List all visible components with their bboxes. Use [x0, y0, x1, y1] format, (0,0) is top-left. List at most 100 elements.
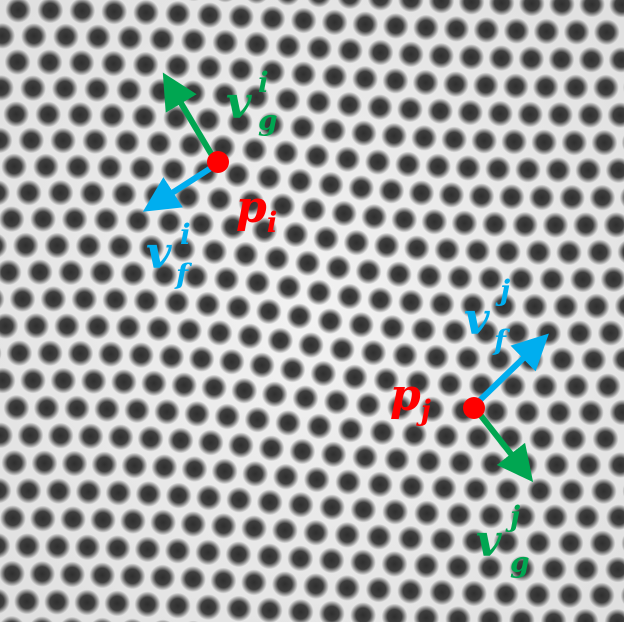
lattice-dot	[335, 469, 362, 496]
lattice-dot	[290, 7, 317, 34]
lattice-dot	[111, 181, 138, 208]
lattice-dot	[0, 180, 11, 206]
lattice-dot	[381, 122, 408, 149]
lattice-dot	[18, 127, 45, 154]
lattice-dot	[150, 509, 177, 536]
lattice-dot	[51, 75, 78, 102]
lattice-dot	[317, 171, 344, 198]
lattice-dot	[120, 508, 146, 534]
lattice-dot	[225, 541, 252, 568]
lattice-dot	[33, 153, 59, 180]
lattice-dot	[251, 217, 278, 244]
lattice-dot	[539, 266, 565, 293]
lattice-dot	[36, 49, 63, 76]
lattice-dot	[3, 101, 30, 128]
lattice-dot	[79, 180, 106, 207]
lattice-dot	[367, 286, 394, 313]
lattice-dot	[579, 0, 605, 18]
gradient-vector-i-sup: i	[258, 66, 269, 99]
lattice-dot	[274, 86, 301, 113]
lattice-dot	[495, 238, 521, 265]
lattice-dot	[605, 504, 624, 531]
lattice-dot	[84, 313, 111, 340]
lattice-dot	[556, 582, 583, 609]
lattice-dot	[105, 479, 132, 506]
lattice-dot	[464, 238, 491, 265]
lattice-dot	[477, 265, 504, 292]
lattice-dot	[391, 206, 418, 233]
lattice-dot	[57, 259, 84, 286]
lattice-dot	[227, 432, 254, 459]
lattice-dot	[605, 157, 624, 184]
lattice-dot	[559, 184, 585, 211]
lattice-dot	[61, 450, 88, 477]
lattice-dot	[365, 523, 392, 550]
lattice-dot	[382, 13, 409, 39]
lattice-dot	[405, 369, 432, 396]
lattice-dot	[302, 573, 329, 600]
lattice-dot	[515, 156, 541, 183]
lattice-dot	[226, 486, 253, 513]
lattice-dot	[348, 175, 375, 201]
lattice-dot	[0, 505, 26, 532]
flow-vector-i-arrow	[142, 163, 216, 212]
lattice-dot	[89, 259, 116, 286]
lattice-dot	[15, 179, 42, 206]
lattice-dot	[533, 18, 560, 45]
lattice-dot	[459, 292, 486, 319]
lattice-dot	[212, 29, 239, 56]
lattice-dot	[543, 451, 570, 478]
lattice-dot	[526, 477, 553, 504]
lattice-dot	[438, 181, 465, 208]
lattice-dot	[244, 269, 271, 296]
lattice-dot	[110, 369, 137, 395]
lattice-dot	[160, 157, 187, 184]
lattice-dot	[355, 391, 382, 418]
lattice-dot	[50, 127, 77, 154]
lattice-dot	[320, 117, 347, 144]
lattice-dot	[545, 157, 572, 184]
lattice-dot	[124, 397, 151, 424]
lattice-dot	[0, 346, 2, 360]
lattice-dot	[611, 346, 624, 373]
lattice-dot	[367, 39, 394, 66]
lattice-dot	[591, 129, 618, 156]
lattice-dot	[0, 313, 19, 339]
lattice-dot	[93, 206, 120, 233]
lattice-dot	[89, 562, 116, 589]
lattice-dot	[120, 260, 147, 287]
gradient-vector-j-sub: g	[510, 546, 530, 579]
flow-vector-i-label: v	[146, 228, 172, 279]
gradient-vector-i-label: v	[226, 78, 252, 129]
lattice-dot	[408, 180, 435, 207]
lattice-dot	[569, 266, 596, 293]
lattice-dot	[287, 491, 314, 518]
lattice-dot	[116, 77, 142, 104]
lattice-dot	[196, 2, 223, 29]
lattice-dot	[366, 94, 393, 121]
lattice-dot	[488, 0, 515, 16]
lattice-dot	[135, 481, 162, 507]
lattice-dot	[486, 346, 513, 373]
lattice-dot	[433, 423, 460, 450]
lattice-dot	[305, 89, 332, 116]
lattice-dot	[31, 616, 53, 622]
lattice-dot	[320, 441, 347, 468]
lattice-dot	[294, 250, 321, 277]
lattice-dot	[387, 394, 413, 421]
lattice-dot	[94, 396, 121, 423]
lattice-dot	[364, 149, 391, 175]
lattice-dot	[532, 73, 559, 100]
lattice-dot	[236, 323, 263, 350]
lattice-dot	[411, 124, 438, 151]
lattice-dot	[121, 452, 148, 479]
lattice-dot	[232, 241, 259, 268]
lattice-dot	[272, 139, 299, 166]
lattice-dot	[603, 212, 624, 238]
lattice-dot	[423, 344, 450, 371]
lattice-dot	[255, 164, 282, 191]
lattice-dot	[44, 533, 71, 560]
lattice-dot	[258, 111, 285, 138]
lattice-dot	[465, 424, 492, 451]
lattice-dot	[535, 320, 562, 347]
